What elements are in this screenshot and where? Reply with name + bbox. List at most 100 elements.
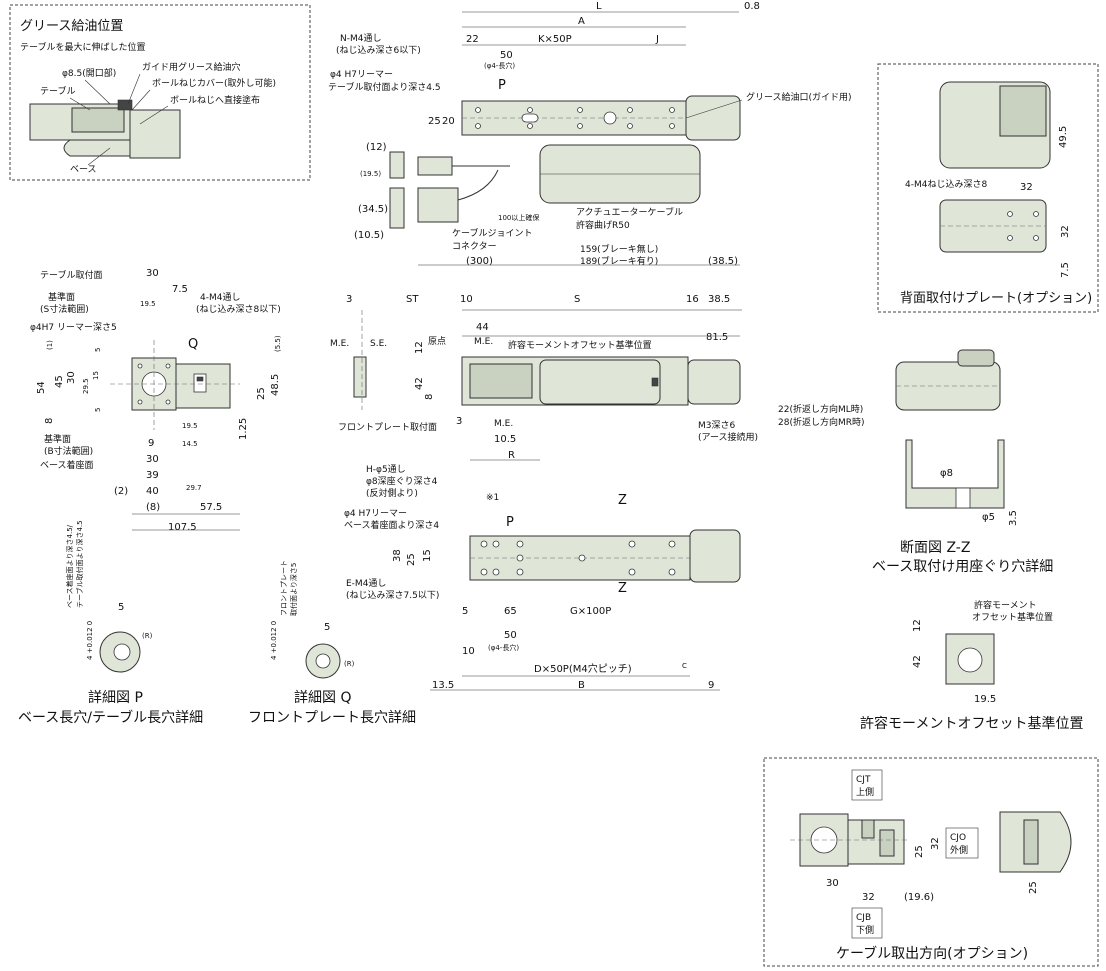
- dim-Dx50P: D×50P(M4穴ピッチ): [534, 662, 632, 675]
- SE: S.E.: [370, 339, 387, 349]
- dim-65: 65: [504, 606, 517, 617]
- section-zz: φ8 φ5 3.5 断面図 Z-Z ベース取付け用座ぐり穴詳細: [872, 439, 1053, 575]
- dim-16: 16: [686, 294, 699, 305]
- dim-48-5: 48.5: [270, 374, 281, 396]
- grease-port: グリース給油口(ガイド用): [746, 91, 852, 103]
- joint-line2: コネクター: [452, 241, 497, 252]
- dim-5-5: (5.5): [274, 335, 282, 352]
- rear-plate-panel: 49.5 4-M4ねじ込み深さ8 32 32 7.5 背面取付けプレート(オプシ…: [877, 63, 1099, 313]
- dim-L: L: [596, 1, 602, 12]
- ME-1: M.E.: [330, 339, 349, 349]
- cable-dir-caption: ケーブル取出方向(オプション): [836, 945, 1028, 962]
- dim-A: A: [578, 16, 585, 27]
- dim-15-bottom: 15: [422, 549, 433, 562]
- phi4-line2: テーブル取付面より深さ4.5: [328, 81, 441, 93]
- moment-caption: 許容モーメントオフセット基準位置: [860, 715, 1083, 732]
- label-Z2: Z: [618, 581, 627, 596]
- h-line1: H-φ5通し: [366, 464, 406, 475]
- dim-25-cable-dir: 25: [914, 845, 925, 858]
- dim-13-5: 13.5: [432, 680, 454, 691]
- phi4-bottom-line2: ベース着座面より深さ4: [344, 519, 439, 531]
- cable-view: (12) (19.5) (34.5) (10.5) 100以上確保 アクチュエー…: [354, 142, 740, 267]
- ref-S-line1: 基準面: [48, 291, 75, 303]
- rear-m4: 4-M4ねじ込み深さ8: [905, 179, 987, 190]
- dim-45: 45: [54, 375, 65, 388]
- em4-line2: (ねじ込み深さ7.5以下): [346, 590, 439, 601]
- dim-19-5-cable: (19.5): [360, 170, 381, 178]
- dim-phi5-zz: φ5: [982, 512, 995, 523]
- ref-S-line2: (S寸法範囲): [40, 303, 89, 315]
- dim-3-side: 3: [346, 294, 352, 305]
- dim-J: J: [655, 34, 659, 45]
- dim-5-b: 5: [94, 408, 102, 412]
- dim-Gx100P: G×100P: [570, 606, 611, 617]
- detail-Q-depth1: フロントプレート: [280, 560, 288, 616]
- detail-Q-depth2: 取付面より深さ5: [289, 563, 298, 616]
- m4-line2: (ねじ込み深さ8以下): [196, 304, 281, 315]
- detail-P-caption2: ベース長穴/テーブル長穴詳細: [18, 709, 203, 726]
- dim-159: 159(ブレーキ無し): [580, 243, 658, 255]
- dim-phi4-slot: (φ4-長穴): [484, 61, 515, 70]
- ref-B-line2: (B寸法範囲): [44, 445, 93, 457]
- dim-ST: ST: [406, 294, 419, 305]
- dim-7-5-end: 7.5: [172, 284, 188, 295]
- dim-19-5-end: 19.5: [140, 300, 156, 308]
- detail-P-tol: 4 +0.012 0: [86, 621, 94, 660]
- phi4-bottom-line1: φ4 H7リーマー: [344, 509, 407, 519]
- m4-line1: 4-M4通し: [200, 292, 240, 303]
- detail-Q-dim5: 5: [324, 622, 330, 633]
- note1: ※1: [486, 493, 499, 503]
- h-line2: φ8深座ぐり深さ4: [366, 475, 438, 487]
- dim-19-5-moment: 19.5: [974, 694, 996, 705]
- detail-P-caption1: 詳細図 P: [88, 690, 143, 706]
- dim-5-bottom: 5: [462, 606, 468, 617]
- detail-P-R: (R): [142, 632, 153, 640]
- dim-10-bottom: 10: [462, 646, 475, 657]
- dim-5-a: 5: [94, 348, 102, 352]
- detail-P-dim5: 5: [118, 602, 124, 613]
- label-Q: Q: [188, 337, 198, 352]
- dim-1-25: 1.25: [238, 418, 249, 440]
- cjt-line1: CJT: [856, 775, 871, 785]
- table-mount: テーブル取付面: [40, 269, 102, 281]
- detail-Q-caption1: 詳細図 Q: [294, 690, 351, 706]
- dim-1: (1): [46, 340, 54, 350]
- front-plate: フロントプレート取付面: [338, 422, 437, 433]
- dim-40: 40: [146, 486, 159, 497]
- origin: 原点: [428, 336, 446, 347]
- ME-2: M.E.: [474, 337, 493, 347]
- detail-P-depth1: ベース着座面より深さ4.5/: [65, 524, 74, 608]
- nm4-line1: N-M4通し: [340, 33, 381, 44]
- side-view-body: [353, 309, 742, 461]
- detail-P: ベース着座面より深さ4.5/ テーブル取付面より深さ4.5 4 +0.012 0…: [18, 520, 203, 726]
- dim-30-v: 30: [66, 371, 77, 384]
- cjo-line1: CJO: [950, 833, 966, 843]
- dim-42-side: 42: [414, 377, 425, 390]
- detail-Q-tol: 4 +0.012 0: [270, 621, 278, 660]
- dim-0-8: 0.8: [744, 1, 760, 12]
- cjb-line2: 下側: [856, 924, 874, 936]
- end-plate-iso: [895, 349, 1001, 411]
- dim-44: 44: [476, 322, 489, 333]
- dim-12-moment: 12: [912, 619, 923, 632]
- dim-C: C: [682, 662, 687, 670]
- dim-50: 50: [500, 50, 513, 61]
- dim-25-b-cable-dir: 25: [1028, 881, 1039, 894]
- min100: 100以上確保: [498, 213, 539, 222]
- dim-9-end: 9: [148, 438, 154, 449]
- dim-Kx50P: K×50P: [538, 34, 572, 45]
- dim-25-top: 25: [428, 116, 441, 127]
- dim-20-top: 20: [442, 116, 455, 127]
- dim-57-5: 57.5: [200, 502, 222, 513]
- dim-32-v-cable-dir: 32: [930, 837, 941, 850]
- cjt-line2: 上側: [856, 786, 874, 798]
- dim-38-5-cable: (38.5): [708, 256, 738, 267]
- dim-phi4-slot-bottom: (φ4-長穴): [488, 643, 519, 652]
- grease-title: グリース給油位置: [20, 19, 123, 34]
- dim-25-bottom: 25: [406, 553, 417, 566]
- dim-50-bottom: 50: [504, 630, 517, 641]
- phi4-end: φ4H7 リーマー深さ5: [30, 322, 117, 333]
- bottom-view: H-φ5通し φ8深座ぐり深さ4 (反対側より) ※1 φ4 H7リーマー ベー…: [344, 464, 741, 691]
- moment-ref-view: 許容モーメント オフセット基準位置 12 42 19.5 許容モーメントオフセッ…: [860, 599, 1083, 732]
